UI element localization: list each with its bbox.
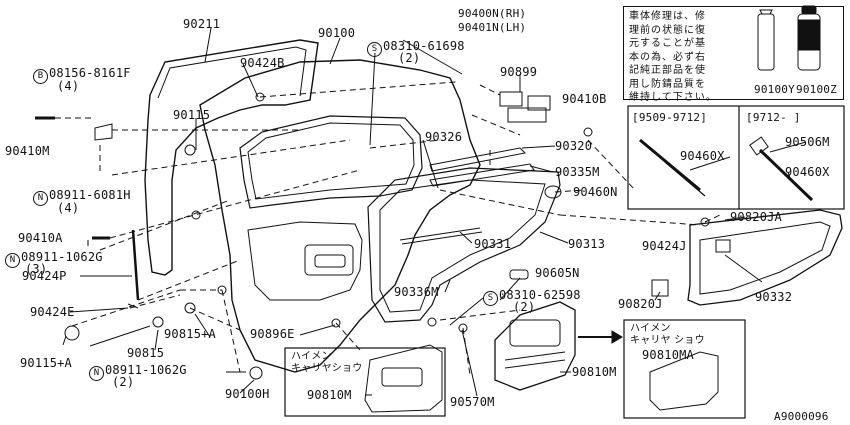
callout-90820JA: 90820JA [730,210,782,224]
rear-spoiler [687,209,843,306]
callout-90424E: 90424E [30,305,75,319]
plug-90115A [64,325,80,341]
callout-90815A: 90815+A [164,327,216,341]
spoiler-inner [699,221,831,295]
finisher-window [509,319,561,347]
callout-90326: 90326 [425,130,463,144]
callout-08911-6081H-qty: (4) [57,201,80,215]
callout-90899: 90899 [500,65,538,79]
strut-b [758,148,814,202]
screw-prefix-icon: S [367,42,382,57]
callout-08911-1062G-a-qty: (3) [25,262,48,276]
plug-90115 [184,144,196,156]
variant-header-right: [9712- ] [746,111,801,124]
callout-90424B: 90424B [240,56,285,70]
license-recess [304,244,354,276]
nut-prefix-icon: N [33,191,48,206]
callout-90320: 90320 [555,139,593,153]
callout-08310-62598-qty: (2) [513,300,536,314]
callout-90115A: 90115+A [20,356,72,370]
dashed-leaders [55,81,721,376]
glass-channel-90331 [399,227,481,241]
callout-90100H: 90100H [225,387,270,401]
callout-90460N: 90460N [573,185,618,199]
callout-90810M-a: 90810M [307,388,352,402]
callout-90336M: 90336M [394,285,439,299]
leaders [62,27,807,397]
callout-08911-1062G-b-qty: (2) [112,375,135,389]
callout-90815: 90815 [127,346,165,360]
inset2-title-1: ハイメン [630,323,671,334]
screw-prefix-icon: S [483,291,498,306]
callout-90424J: 90424J [642,239,687,253]
lower-panel [247,221,363,301]
callout-90460X-b: 90460X [785,165,830,179]
callout-90335M: 90335M [555,165,600,179]
callout-90115: 90115 [173,108,211,122]
weatherstrip-inner [157,46,307,99]
back-door-panel [199,59,481,373]
handle-recess [314,254,346,268]
variant-header-left: [9509-9712] [632,111,708,124]
callout-90810MA: 90810MA [642,348,694,362]
callout-90100: 90100 [318,26,356,40]
callout-90331: 90331 [474,237,512,251]
drawing-id: A9000096 [774,410,829,423]
callout-90410M: 90410M [5,144,50,158]
callout-90401N: 90401N(LH) [458,21,527,34]
callout-90400N: 90400N(RH) [458,7,527,20]
callout-90100Z: 90100Z [796,83,837,96]
inset-finisher [364,344,443,413]
callout-90810M-b: 90810M [572,365,617,379]
strut-a [639,138,701,192]
callout-90506M: 90506M [785,135,830,149]
window-inner [247,122,415,200]
callout-90570M: 90570M [450,395,495,409]
repair-note-box [623,6,844,100]
nut-prefix-icon: N [5,253,20,268]
callout-90100Y: 90100Y [754,83,795,96]
callout-90211: 90211 [183,17,221,31]
inset-title-1: ハイメン [291,351,332,362]
nut-prefix-icon: N [89,366,104,381]
callout-90820J: 90820J [618,297,663,311]
callout-08310-61698-qty: (2) [398,51,421,65]
garnish-strip [429,163,535,187]
stay-90424P [131,229,140,301]
callout-90410A: 90410A [18,231,63,245]
callout-90410B: 90410B [562,92,607,106]
inset-frame-90810MA [623,319,746,419]
inset-finisher-2 [649,351,719,411]
callout-90460X-a: 90460X [680,149,725,163]
callout-90332: 90332 [755,290,793,304]
callout-90605N: 90605N [535,266,580,280]
inset-frame-90810M [284,347,446,417]
strut-variant-box [627,105,845,210]
inset-title-2: キャリヤショウ [291,363,363,374]
callout-90313: 90313 [568,237,606,251]
callout-90896E: 90896E [250,327,295,341]
bolt-prefix-icon: B [33,69,48,84]
repair-note-text: 車体修理は、修 理前の状態に復 元することが基 本の為、必ず右 記純正部品を使 … [629,11,717,103]
callout-90424P: 90424P [22,269,67,283]
finisher-panel [494,301,576,391]
callout-08156-qty: (4) [57,79,80,93]
back-glass [367,167,561,323]
hinge-90410M [94,123,113,141]
inset2-title-2: キャリヤ ショウ [630,335,705,346]
back-door-window [239,115,423,209]
